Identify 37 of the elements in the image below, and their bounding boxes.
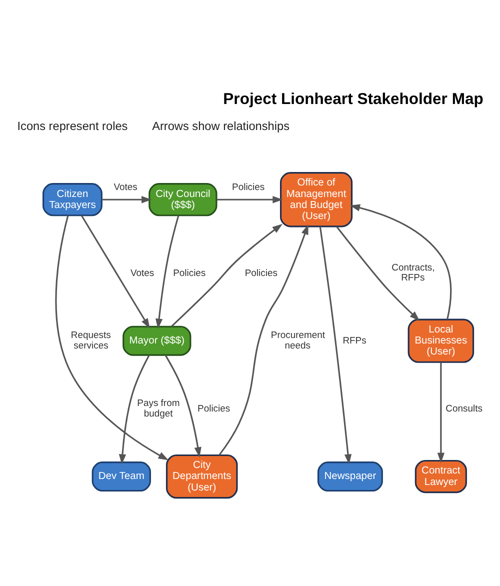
arrow [336, 226, 420, 321]
node-box: Mayor ($$$) [122, 325, 192, 356]
edge-label: Votes [130, 267, 154, 278]
arrow [350, 204, 452, 320]
edge-label: Procurement needs [270, 330, 326, 351]
arrow [118, 354, 150, 464]
edge-label: Votes [114, 182, 138, 193]
arrow [164, 354, 202, 457]
label: Arrows show relationships [152, 118, 290, 132]
arrow [437, 362, 445, 463]
edge-label: Requests services [70, 330, 111, 351]
edge-label: Policies [244, 267, 278, 278]
edge-label: Policies [198, 403, 230, 414]
node-box: Dev Team [92, 461, 151, 492]
node-box: Office of Management and Budget (User) [280, 172, 353, 227]
arrow [155, 214, 180, 328]
node-box: City Departments (User) [166, 454, 238, 498]
node-box: Citizen Taxpayers [42, 182, 102, 216]
edge-label: Consults [446, 403, 482, 414]
arrow [218, 224, 308, 456]
edge-label: Policies [232, 182, 265, 193]
arrow [102, 196, 152, 203]
edge-label: Pays from budget [137, 398, 180, 419]
node-box: Newspaper [317, 461, 383, 492]
arrow [55, 214, 169, 460]
diagram-title: Project Lionheart Stakeholder Map [223, 90, 484, 108]
node-box: Contract Lawyer [414, 459, 467, 493]
label: Icons represent roles [17, 118, 128, 132]
node-box: City Council ($$$) [148, 182, 218, 216]
arrow [319, 226, 352, 464]
edge-label: Policies [173, 267, 206, 278]
edge-label: Contracts, RFPs [392, 262, 435, 284]
arrow [216, 196, 283, 203]
arrow [80, 214, 150, 328]
edge-label: RFPs [342, 335, 366, 346]
node-box: Local Businesses (User) [408, 318, 474, 362]
arrow [170, 223, 283, 327]
